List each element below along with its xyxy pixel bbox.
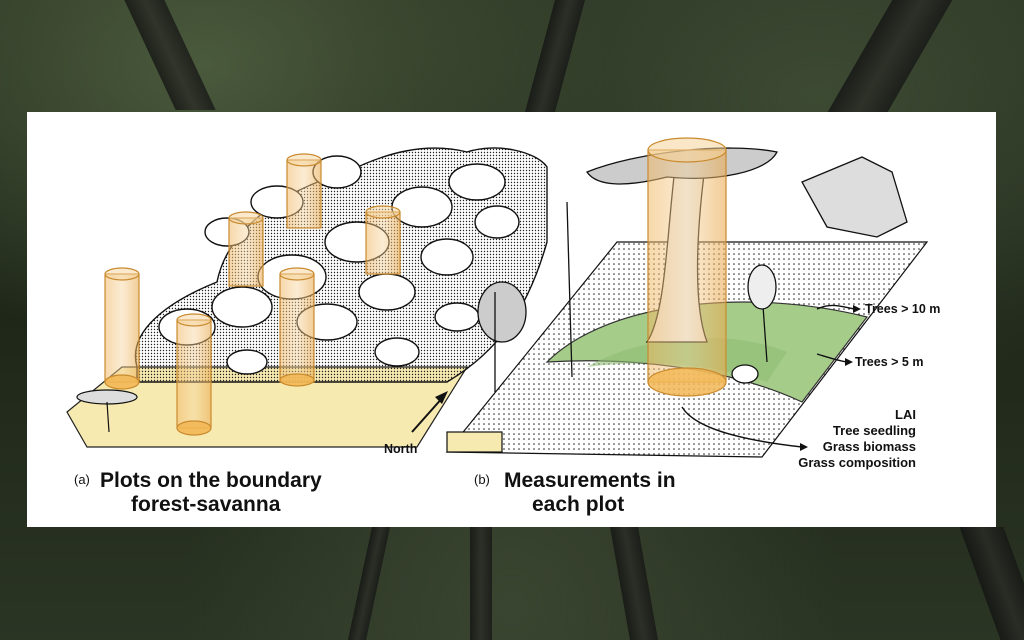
- callout-arrows: [681, 304, 856, 448]
- illustration: [66, 137, 929, 458]
- tree-trunk-bg: [827, 0, 953, 112]
- tree-trunk-bg: [959, 527, 1024, 640]
- caption-b-line1: Measurements in: [504, 469, 676, 492]
- panel-b-cylinder: [647, 137, 727, 397]
- savanna-tree: [76, 389, 138, 433]
- measurement-tree-seedling: Tree seedling: [832, 423, 916, 438]
- caption-b: (b) Measurements in each plot: [474, 469, 676, 516]
- caption-b-letter: (b): [474, 472, 490, 487]
- figure-panel: (a) Plots on the boundary forest-savanna…: [27, 112, 996, 527]
- plot-measurements-list: LAI Tree seedling Grass biomass Grass co…: [798, 407, 916, 471]
- measurement-grass-composition: Grass composition: [798, 455, 916, 470]
- zone-label-trees-10m: Trees > 10 m: [865, 302, 941, 316]
- north-label: North: [384, 442, 418, 456]
- arrowheads: [800, 305, 861, 451]
- plot-cylinder: [286, 153, 322, 229]
- north-arrow-icon: [411, 391, 448, 433]
- tree-trunk-bg: [610, 527, 658, 640]
- measurement-lai: LAI: [895, 407, 916, 422]
- measurement-grass-biomass: Grass biomass: [822, 439, 916, 454]
- tree-trunk-bg: [124, 0, 216, 110]
- caption-a-letter: (a): [74, 472, 90, 487]
- plot-cylinder: [365, 205, 401, 275]
- plot-cylinder: [176, 313, 212, 436]
- caption-a: (a) Plots on the boundary forest-savanna: [74, 469, 322, 516]
- tree-trunk-bg: [347, 527, 391, 640]
- tree-trunk-bg: [524, 0, 586, 112]
- tree-trunk-bg: [470, 527, 492, 640]
- panel-a-cylinders: [104, 153, 401, 436]
- plot-cylinder: [104, 267, 140, 390]
- caption-a-line2: forest-savanna: [131, 492, 281, 516]
- caption-a-line1: Plots on the boundary: [100, 469, 322, 492]
- plot-cylinder: [279, 267, 315, 387]
- plot-cylinder: [228, 211, 264, 287]
- caption-b-line2: each plot: [532, 492, 625, 516]
- zone-label-trees-5m: Trees > 5 m: [855, 355, 924, 369]
